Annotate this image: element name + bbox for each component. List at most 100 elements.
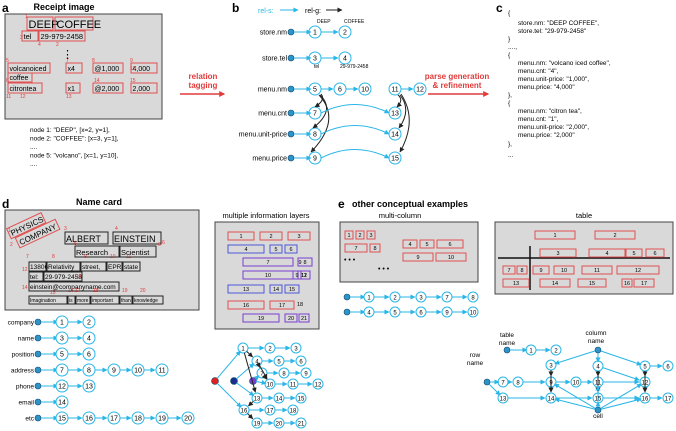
layer-token-box xyxy=(292,270,302,280)
parse-line: ... xyxy=(508,152,514,159)
receipt-token-box xyxy=(21,30,39,42)
namecard-token-box xyxy=(5,212,47,240)
namecard-token-box xyxy=(132,295,164,305)
table-token-index: 6 xyxy=(653,251,656,257)
token-index: 20 xyxy=(140,288,146,294)
token-index: 5 xyxy=(74,241,77,247)
multi-ellipsis-left: • • • xyxy=(344,257,356,264)
layer-token-index: 8 xyxy=(303,260,306,266)
graph-node-label: 20 xyxy=(276,422,283,428)
token-index: 13 xyxy=(66,94,72,100)
token-index: 6 xyxy=(6,78,9,84)
token-index: 10 xyxy=(110,254,116,260)
graph-node-label: 17 xyxy=(665,397,672,403)
layer-token-box xyxy=(269,300,295,310)
graph-node-label: 19 xyxy=(254,422,261,428)
namecard-token-box xyxy=(28,281,120,292)
layer-token-box xyxy=(242,313,280,323)
field-label: phone xyxy=(16,384,34,391)
multi-token-box xyxy=(402,252,434,262)
multi-token-index: 5 xyxy=(425,242,428,248)
graph-node-label: 14 xyxy=(276,397,283,403)
rel-g-edge xyxy=(248,401,254,407)
namecard-token: important xyxy=(92,298,113,304)
table-name-label: table xyxy=(500,332,514,339)
parse-line: }, xyxy=(508,92,512,99)
multi-token-index: 2 xyxy=(358,233,361,239)
token-index: 17 xyxy=(75,288,81,294)
multi-token-index: 7 xyxy=(354,246,357,252)
receipt-token-box xyxy=(130,62,158,74)
table-token-index: 11 xyxy=(594,268,600,274)
multi-token-box xyxy=(344,230,354,240)
table-token-box xyxy=(553,265,575,275)
graph-node xyxy=(290,342,302,354)
small-token: 29-979-2458 xyxy=(340,64,369,70)
token-index: 14 xyxy=(94,78,100,84)
graph-node-label: 3 xyxy=(60,336,64,343)
namecard-token: knowledge xyxy=(134,298,158,304)
token-index: 12 xyxy=(20,94,26,100)
layer-token-box xyxy=(269,284,283,294)
graph-node-label: 2 xyxy=(87,320,91,327)
namecard-token: ALBERT xyxy=(66,234,101,244)
receipt-token-box xyxy=(92,82,124,94)
namecard-token: Imagination xyxy=(30,298,56,304)
token-index: 6 xyxy=(162,240,165,246)
multi-token-index: 8 xyxy=(373,246,376,252)
namecard-token-box xyxy=(46,261,81,272)
parse-line: { xyxy=(508,100,511,107)
parse-line: menu.cnt: "4", xyxy=(518,68,559,75)
field-node xyxy=(343,293,351,301)
graph-node-label: 8 xyxy=(471,296,475,302)
graph-node-label: 21 xyxy=(298,422,305,428)
rel-s-legend: rel-s: xyxy=(258,8,274,15)
panel-d-title: Name card xyxy=(76,197,122,207)
token-index: 4 xyxy=(38,42,41,48)
rel-s-edge xyxy=(216,350,241,380)
panel-e-title: other conceptual examples xyxy=(352,199,468,209)
field-label: email xyxy=(18,400,34,407)
node-list-line: node 5: "volcano", [x=1, y=10], xyxy=(30,153,118,160)
table-token-box xyxy=(594,230,636,240)
receipt-token-box xyxy=(7,82,43,94)
receipt-ellipsis: ⋮ xyxy=(62,49,73,61)
field-node xyxy=(343,308,351,316)
multi-token-index: 9 xyxy=(416,255,419,261)
namecard-token-box xyxy=(14,218,61,249)
graph-node-label: 1 xyxy=(241,347,245,353)
namecard-token: state xyxy=(124,264,138,271)
namecard-token-box xyxy=(80,261,107,272)
namecard-token: 29-979-2458 xyxy=(45,274,82,281)
graph-node-label: 3 xyxy=(549,364,553,370)
field-label: position xyxy=(12,352,35,359)
table-token-index: 1 xyxy=(553,233,556,239)
graph-node-label: 3 xyxy=(419,296,423,302)
receipt-token: x4 xyxy=(68,66,76,73)
multi-token-index: 1 xyxy=(347,233,350,239)
layer-token-index: 7 xyxy=(266,260,269,266)
graph-node xyxy=(181,411,195,425)
graph-node-label: 18 xyxy=(134,416,142,423)
multi-token-box xyxy=(419,239,435,249)
table-token-box xyxy=(633,278,655,288)
receipt-token: coffee xyxy=(10,75,29,82)
graph-node xyxy=(82,379,96,393)
graph-node xyxy=(312,378,324,390)
panel-c: c {store.nm: "DEEP COFFEE",store.tel: "2… xyxy=(496,1,611,159)
token-index: 1 xyxy=(25,14,28,20)
field-node xyxy=(34,382,42,390)
node-list: node 1: "DEEP", [x=2, y=1],node 2: "COFF… xyxy=(30,127,119,168)
parse-line: { xyxy=(508,52,511,59)
multi-token-box xyxy=(369,243,381,253)
field-node xyxy=(34,334,42,342)
graph-node xyxy=(662,392,674,404)
layer-token-index: 11 xyxy=(301,273,307,279)
receipt-token: 29-979-2458 xyxy=(41,32,84,41)
table-title: table xyxy=(576,211,592,220)
parse-line: menu.unit-price: "1,000", xyxy=(518,76,589,83)
namecard-token: street, xyxy=(82,264,100,271)
graph-node-label: 13 xyxy=(500,397,507,403)
